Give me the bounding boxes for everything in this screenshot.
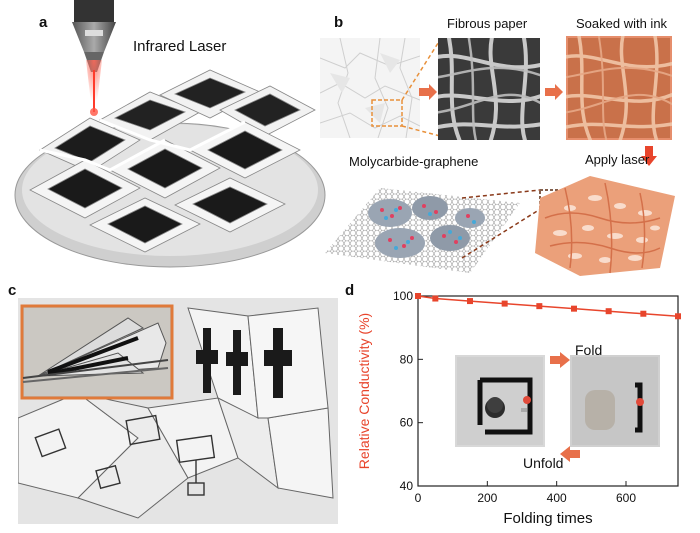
molycarbide-clusters: [368, 196, 485, 258]
fold-arrow-icon: [550, 352, 570, 368]
fold-label: Fold: [575, 342, 602, 358]
fibrous-paper-sem-image: [438, 38, 540, 140]
data-point-marker: [501, 300, 508, 307]
data-point-marker: [605, 308, 612, 315]
panel-b-letter: b: [334, 14, 344, 31]
folded-origami-sheet: [29, 69, 316, 253]
data-point-marker: [536, 303, 543, 310]
soaked-with-ink-label: Soaked with ink: [576, 16, 668, 31]
panel-a-letter: a: [39, 14, 48, 31]
conductivity-chart: Fold Unfold 0 200 400 600 40 60 80 100 Folding …: [356, 290, 681, 527]
x-tick-label: 600: [616, 491, 636, 505]
data-point-marker: [432, 295, 439, 302]
inset-photo-unfolded: [455, 355, 545, 447]
x-tick-label: 200: [477, 491, 497, 505]
inset-photo-folded: [570, 355, 660, 447]
y-tick-label: 100: [393, 290, 413, 303]
infrared-laser-label: Infrared Laser: [133, 38, 227, 55]
x-tick-label: 0: [415, 491, 422, 505]
data-point-marker: [675, 313, 681, 320]
x-tick-label: 400: [547, 491, 567, 505]
panel-c-letter: c: [8, 282, 17, 299]
arrow-right-icon: [545, 84, 563, 100]
unfold-label: Unfold: [523, 455, 563, 471]
data-point-marker: [571, 305, 577, 312]
data-point-marker: [640, 310, 647, 317]
inset-photo-tweezers: [20, 304, 174, 400]
data-point-marker: [467, 298, 473, 305]
zoom-connector-lines: [401, 39, 441, 137]
panel-c-photo: [18, 298, 338, 524]
molycarbide-graphene-label: Molycarbide-graphene: [349, 154, 479, 169]
arrow-right-icon: [419, 84, 437, 100]
panel-a-illustration: [14, 0, 326, 268]
crumpled-paper-image: [320, 38, 420, 138]
y-tick-label: 80: [400, 352, 414, 366]
printed-electrodes: [196, 328, 292, 398]
molycarbide-graphene-structure: [325, 188, 520, 273]
laser-induced-porous-structure: [535, 176, 675, 276]
fibrous-paper-label: Fibrous paper: [447, 16, 528, 31]
arrow-down-icon: [641, 146, 657, 166]
x-axis-label: Folding times: [503, 510, 592, 527]
ink-soaked-paper-image: [566, 36, 672, 140]
apply-laser-label: Apply laser: [585, 152, 650, 167]
laser-nozzle: [72, 0, 116, 72]
panel-d-letter: d: [345, 282, 355, 299]
y-tick-label: 60: [400, 416, 414, 430]
unfold-arrow-icon: [560, 446, 580, 462]
y-axis-label: Relative Conductivity (%): [356, 313, 372, 469]
data-point-marker: [415, 293, 421, 299]
y-tick-label: 40: [400, 479, 414, 493]
